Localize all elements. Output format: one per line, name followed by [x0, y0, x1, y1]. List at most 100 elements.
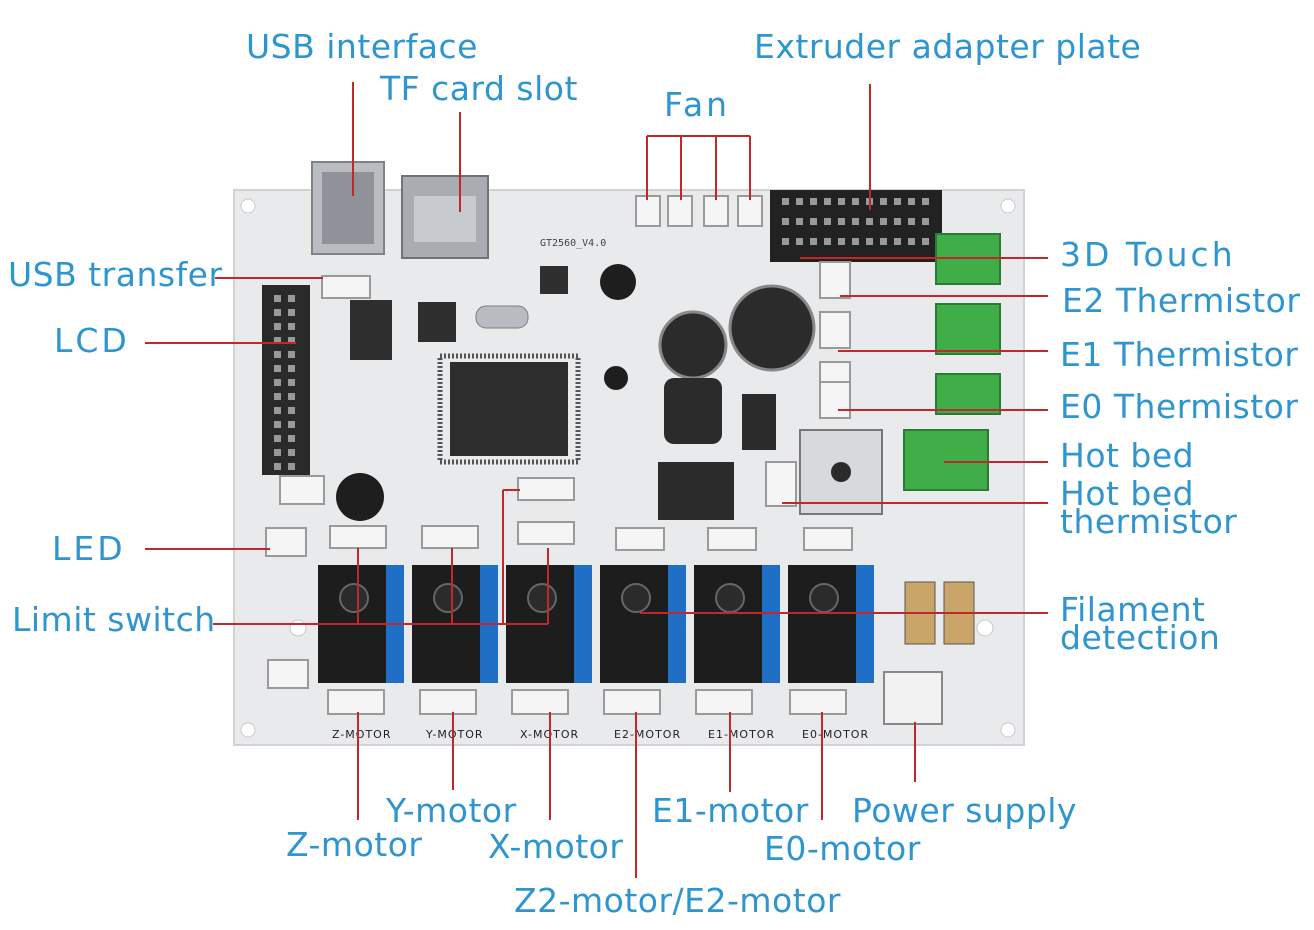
header-pin: [274, 323, 281, 330]
ic-chip: [350, 300, 392, 360]
lcd-header: [262, 285, 310, 475]
white-connector: [517, 521, 575, 545]
label-e0-motor: E0-motor: [764, 829, 921, 868]
header-pin: [852, 238, 859, 245]
header-pin: [274, 351, 281, 358]
motor-silkscreen-text: E1-MOTOR: [708, 728, 775, 741]
green-terminal: [935, 303, 1001, 355]
mcu-chip: [437, 353, 581, 465]
label-e1-thermistor: E1 Thermistor: [1060, 335, 1299, 374]
label-e2-thermistor: E2 Thermistor: [1062, 281, 1301, 320]
header-pin: [288, 309, 295, 316]
header-pin: [838, 198, 845, 205]
label-filament-detection-line2: detection: [1060, 618, 1221, 657]
header-pin: [824, 198, 831, 205]
label-hot-bed: Hot bed: [1060, 436, 1195, 475]
header-pin: [852, 218, 859, 225]
white-connector: [765, 461, 797, 507]
driver-capacitor: [621, 583, 651, 613]
label-extruder-adapter-plate: Extruder adapter plate: [754, 27, 1142, 66]
header-pin: [908, 218, 915, 225]
power-components: [658, 284, 883, 520]
header-pin: [288, 463, 295, 470]
label-z2-e2-motor: Z2-motor/E2-motor: [514, 881, 841, 920]
driver-module: [694, 565, 762, 683]
header-pin: [810, 198, 817, 205]
white-connector: [789, 689, 847, 715]
driver-module: [788, 565, 856, 683]
usb-port: [311, 161, 385, 255]
white-connector: [517, 477, 575, 501]
blue-pin-header: [668, 565, 686, 683]
header-pin: [288, 379, 295, 386]
label-hot-bed-thermistor-line2: thermistor: [1060, 502, 1238, 541]
label-tf-card-slot: TF card slot: [380, 69, 578, 108]
label-usb-interface: USB interface: [246, 27, 478, 66]
label-power-supply: Power supply: [852, 791, 1077, 830]
header-pin: [894, 198, 901, 205]
header-pin: [288, 435, 295, 442]
header-pin: [274, 407, 281, 414]
header-pin: [288, 295, 295, 302]
label-led: LED: [52, 529, 126, 568]
header-pin: [288, 421, 295, 428]
mounting-hole: [289, 619, 307, 637]
white-connector: [635, 195, 661, 227]
label-3d-touch: 3D Touch: [1060, 235, 1236, 274]
header-pin: [824, 218, 831, 225]
label-limit-switch: Limit switch: [12, 600, 216, 639]
white-connector: [321, 275, 371, 299]
white-connector: [279, 475, 325, 505]
driver-capacitor: [433, 583, 463, 613]
header-pin: [894, 238, 901, 245]
label-z-motor: Z-motor: [286, 825, 423, 864]
header-pin: [288, 449, 295, 456]
header-pin: [288, 365, 295, 372]
header-pin: [274, 295, 281, 302]
white-connector: [707, 527, 757, 551]
header-pin: [852, 198, 859, 205]
white-connector: [615, 527, 665, 551]
header-pin: [796, 238, 803, 245]
label-fan: Fan: [664, 85, 731, 124]
header-pin: [922, 198, 929, 205]
motor-silkscreen-text: E0-MOTOR: [802, 728, 869, 741]
header-pin: [274, 435, 281, 442]
white-connector: [267, 659, 309, 689]
header-pin: [866, 218, 873, 225]
header-pin: [894, 218, 901, 225]
mounting-hole: [240, 722, 256, 738]
label-e0-thermistor: E0 Thermistor: [1060, 387, 1299, 426]
driver-capacitor: [527, 583, 557, 613]
white-connector: [419, 689, 477, 715]
header-pin: [288, 351, 295, 358]
header-pin: [880, 238, 887, 245]
header-pin: [880, 218, 887, 225]
header-pin: [838, 218, 845, 225]
header-pin: [274, 421, 281, 428]
white-connector: [421, 525, 479, 549]
crystal: [475, 305, 529, 329]
mounting-hole: [1000, 722, 1016, 738]
capacitor: [600, 264, 636, 300]
board-model-text: GT2560_V4.0: [540, 238, 606, 249]
driver-capacitor: [715, 583, 745, 613]
white-connectors: [265, 195, 853, 715]
driver-capacitor: [339, 583, 369, 613]
leader-lines: [145, 82, 1048, 878]
capacitor: [604, 366, 628, 390]
header-pin: [782, 198, 789, 205]
header-pin: [274, 309, 281, 316]
header-pin: [288, 323, 295, 330]
header-pin: [782, 238, 789, 245]
header-pin: [922, 238, 929, 245]
header-pin: [810, 218, 817, 225]
white-connector: [511, 689, 569, 715]
motor-silkscreen-text: Y-MOTOR: [425, 728, 484, 741]
white-connector: [329, 525, 387, 549]
driver-module: [600, 565, 668, 683]
buzzer: [336, 473, 384, 521]
white-connector: [803, 527, 853, 551]
header-pin: [824, 238, 831, 245]
